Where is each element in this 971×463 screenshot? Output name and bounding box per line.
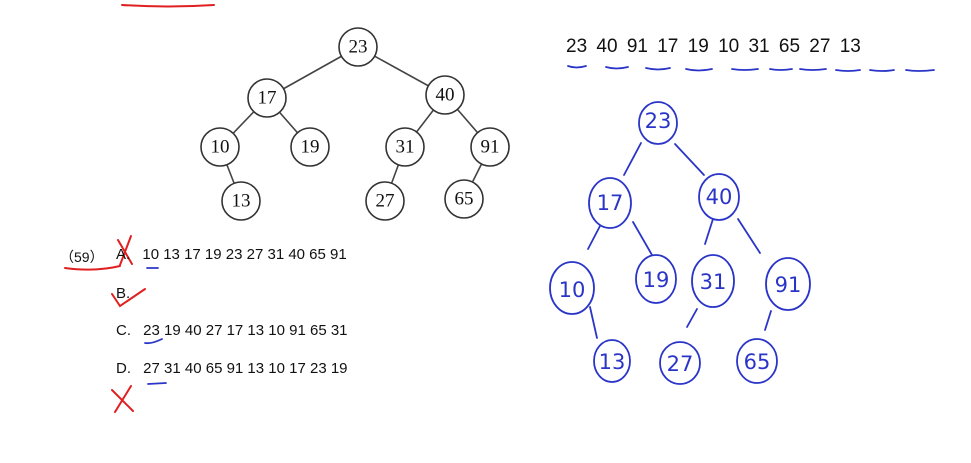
printed-node-13: 13	[221, 181, 261, 221]
printed-node-65: 65	[444, 179, 484, 219]
option-c: C. 23 19 40 27 17 13 10 91 65 31	[116, 322, 348, 339]
svg-text:19: 19	[643, 268, 670, 292]
cross-mark-a	[117, 235, 133, 266]
svg-text:13: 13	[232, 191, 251, 212]
svg-text:27: 27	[376, 191, 395, 212]
hand-node-31: 31	[691, 254, 735, 308]
option-d-label: D.	[116, 360, 131, 377]
hand-node-10: 10	[549, 261, 595, 315]
printed-node-27: 27	[365, 181, 405, 221]
cross-mark-d	[111, 385, 134, 413]
hand-node-17: 17	[588, 177, 632, 229]
option-b-label: B.	[116, 285, 131, 302]
hand-node-13: 13	[593, 339, 631, 383]
top-red-mark	[121, 4, 215, 8]
svg-text:65: 65	[455, 189, 474, 210]
red-marks	[64, 235, 146, 413]
svg-text:23: 23	[349, 37, 368, 58]
printed-node-23: 23	[338, 27, 378, 67]
svg-text:17: 17	[258, 88, 277, 109]
printed-node-40: 40	[425, 75, 465, 115]
printed-tree-edges	[219, 46, 491, 202]
option-c-label: C.	[116, 322, 131, 339]
svg-text:91: 91	[775, 273, 802, 297]
printed-node-10: 10	[200, 127, 240, 167]
hand-node-19: 19	[635, 254, 677, 304]
option-underlines	[144, 267, 167, 385]
option-c-text: 23 19 40 27 17 13 10 91 65 31	[143, 322, 348, 339]
handwritten-tree-edges	[587, 142, 772, 339]
option-d: D. 27 31 40 65 91 13 10 17 23 19	[116, 360, 348, 377]
hand-node-40: 40	[698, 173, 740, 221]
svg-text:19: 19	[301, 137, 320, 158]
svg-text:23: 23	[645, 109, 672, 133]
check-mark-b	[111, 288, 146, 308]
svg-text:10: 10	[559, 278, 586, 302]
printed-node-91: 91	[470, 127, 510, 167]
option-d-text: 27 31 40 65 91 13 10 17 23 19	[143, 360, 348, 377]
svg-text:13: 13	[599, 350, 626, 374]
option-b: B.	[116, 285, 138, 302]
printed-node-17: 17	[247, 78, 287, 118]
option-a-text: 10 13 17 19 23 27 31 40 65 91	[142, 246, 347, 263]
underline-question-number	[64, 265, 121, 271]
svg-text:40: 40	[706, 185, 733, 209]
hand-node-27: 27	[659, 341, 701, 385]
option-a-label: A.	[116, 246, 131, 263]
svg-text:91: 91	[481, 137, 500, 158]
hand-node-65: 65	[736, 338, 778, 384]
svg-text:17: 17	[597, 191, 624, 215]
hand-node-91: 91	[765, 257, 811, 311]
svg-text:27: 27	[667, 352, 694, 376]
svg-text:10: 10	[211, 137, 230, 158]
sequence-underlines	[567, 65, 935, 72]
printed-node-31: 31	[385, 127, 425, 167]
sequence-text: 23 40 91 17 19 10 31 65 27 13	[566, 36, 861, 57]
hand-node-23: 23	[638, 101, 678, 145]
option-a: A. 10 13 17 19 23 27 31 40 65 91	[116, 246, 347, 263]
svg-text:31: 31	[700, 270, 727, 294]
question-number: （59）	[60, 249, 104, 265]
svg-text:40: 40	[436, 85, 455, 106]
svg-text:65: 65	[744, 350, 771, 374]
printed-node-19: 19	[290, 127, 330, 167]
svg-text:31: 31	[396, 137, 415, 158]
